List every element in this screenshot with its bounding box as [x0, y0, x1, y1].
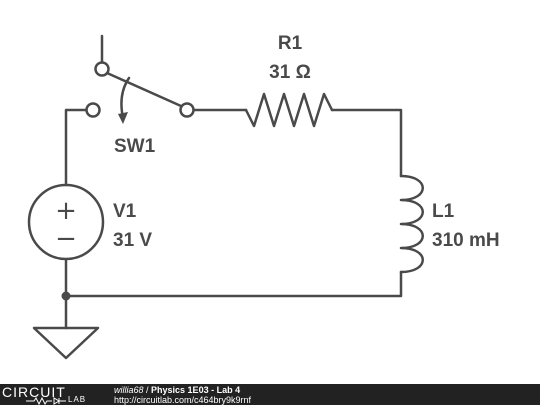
inductor-value-label: 310 mH [432, 230, 500, 251]
source-name-label: V1 [113, 201, 137, 222]
meta-separator: / [143, 385, 152, 395]
logo-sub: LAB [68, 395, 87, 404]
source-plus-sign: + [55, 196, 77, 226]
wire-resistor-inductor [330, 108, 403, 178]
source-minus-sign: − [55, 224, 77, 254]
voltage-source-v1-symbol [27, 183, 105, 261]
meta-line-title: willia68 / Physics 1E03 - Lab 4 [114, 385, 251, 395]
source-value-label: 31 V [113, 230, 152, 251]
circuit-url[interactable]: http://circuitlab.com/c464bry9k9rnf [114, 395, 252, 405]
switch-name-label: SW1 [114, 136, 156, 157]
circuit-meta: willia68 / Physics 1E03 - Lab 4 http://c… [114, 385, 251, 405]
switch-arrow [120, 76, 131, 120]
logo-resistor-icon [26, 397, 66, 405]
circuit-title[interactable]: Physics 1E03 - Lab 4 [151, 385, 241, 395]
resistor-value-label: 31 Ω [269, 62, 311, 83]
junction-dot [61, 291, 71, 301]
inductor-name-label: L1 [432, 201, 455, 222]
author-link[interactable]: willia68 [114, 385, 144, 395]
wire-left-upper [64, 108, 88, 187]
circuit-schematic: + − R1 31 Ω SW1 V1 31 V L1 310 mH [27, 33, 500, 360]
logo-wordmark: CIRCUIT [2, 384, 66, 400]
switch-arrow-head [118, 112, 128, 124]
switch-lever [105, 71, 183, 108]
resistor-r1-symbol [244, 92, 334, 128]
resistor-name-label: R1 [278, 33, 303, 54]
inductor-l1-symbol [399, 174, 424, 274]
ground-symbol [32, 326, 100, 360]
switch-right-terminal [179, 102, 195, 118]
footer-bar: CIRCUIT LAB willia68 / Physics 1E03 - La… [0, 384, 540, 405]
wire-bottom [64, 270, 403, 298]
switch-left-terminal [85, 102, 101, 118]
circuitlab-logo[interactable]: CIRCUIT LAB [2, 384, 92, 405]
